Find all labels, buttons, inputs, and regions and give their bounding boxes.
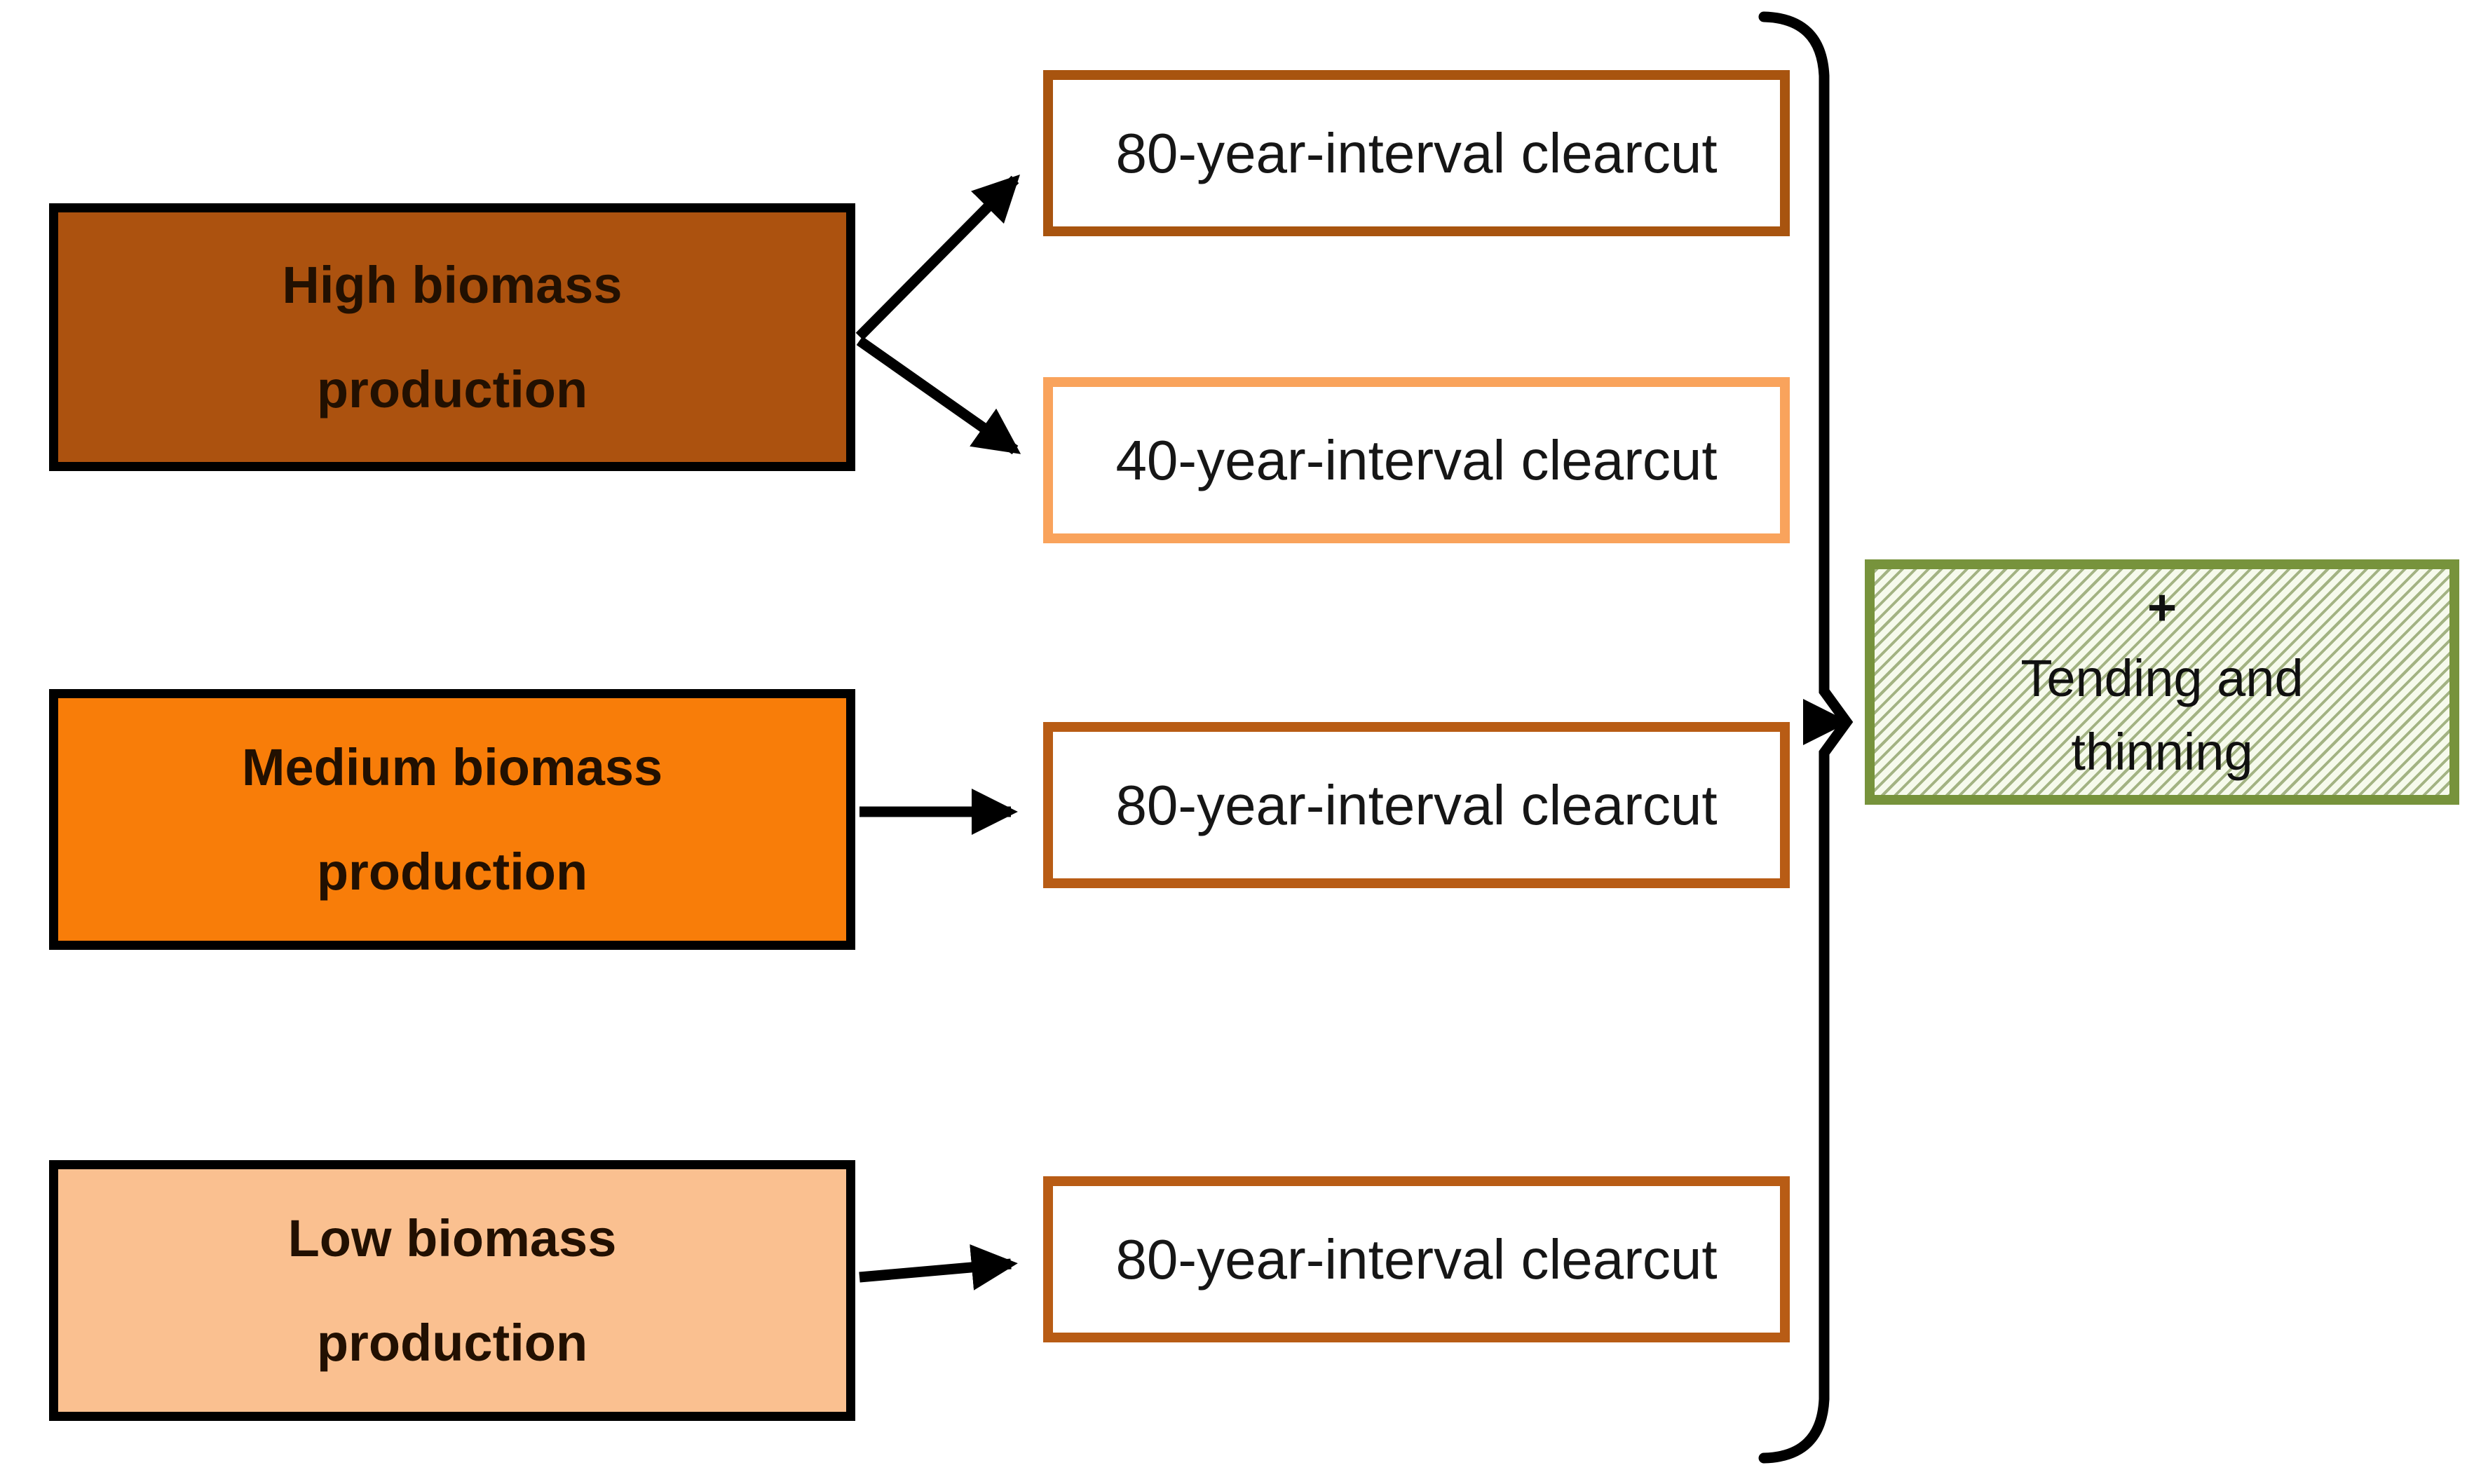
node-low-biomass: Low biomass production bbox=[49, 1160, 855, 1421]
node-medium-biomass: Medium biomass production bbox=[49, 689, 855, 950]
node-label-line: Tending and bbox=[2020, 648, 2304, 707]
node-80year-clearcut-medium: 80-year-interval clearcut bbox=[1043, 722, 1790, 888]
arrow-low-to-80year bbox=[859, 1244, 1018, 1291]
node-label-line: production bbox=[316, 843, 588, 901]
node-label-line: thinning bbox=[2071, 722, 2253, 781]
plus-sign: + bbox=[2147, 580, 2177, 637]
node-label-line: production bbox=[316, 1314, 588, 1372]
node-40year-clearcut-high: 40-year-interval clearcut bbox=[1043, 377, 1790, 543]
node-label-line: High biomass bbox=[282, 255, 623, 314]
node-label: 80-year-interval clearcut bbox=[1115, 1227, 1718, 1291]
node-80year-clearcut-high: 80-year-interval clearcut bbox=[1043, 70, 1790, 236]
node-tending-thinning: + Tending and thinning bbox=[1865, 559, 2459, 805]
node-label-line: production bbox=[316, 360, 588, 418]
node-label: 80-year-interval clearcut bbox=[1115, 121, 1718, 184]
node-label-line: Medium biomass bbox=[241, 737, 663, 796]
arrow-high-to-40year bbox=[856, 336, 1021, 455]
node-label: 80-year-interval clearcut bbox=[1115, 773, 1718, 836]
arrow-high-to-80year bbox=[855, 174, 1020, 341]
node-80year-clearcut-low: 80-year-interval clearcut bbox=[1043, 1176, 1790, 1342]
node-high-biomass: High biomass production bbox=[49, 203, 855, 471]
node-label: 40-year-interval clearcut bbox=[1115, 428, 1718, 491]
node-label-line: Low biomass bbox=[287, 1209, 617, 1267]
